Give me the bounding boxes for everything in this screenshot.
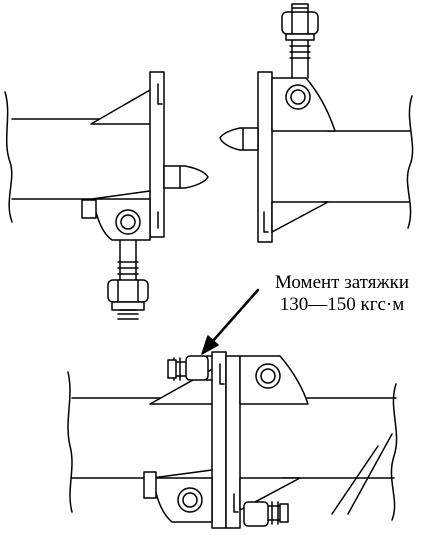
upper-left-nut bbox=[107, 279, 149, 303]
assembled-top-bolt-nut bbox=[185, 355, 209, 381]
upper-right-flange-slot bbox=[263, 211, 269, 233]
assembled-right-bolt-hole-inner bbox=[260, 368, 276, 384]
assembled-left-lug-gusset bbox=[151, 469, 213, 479]
assembled-left-lug-tab bbox=[143, 471, 157, 499]
assembled-left-shaft bbox=[67, 371, 73, 513]
assembled-right-flange bbox=[225, 355, 241, 529]
assembled-right-bolt-hole-outer bbox=[255, 363, 281, 389]
upper-left-lug-tab bbox=[81, 199, 97, 219]
upper-right-bolt-thread bbox=[289, 45, 311, 59]
upper-right-flange-plate bbox=[257, 71, 273, 243]
assembled-right-hatch-1 bbox=[331, 445, 379, 515]
assembled-top-bolt-end bbox=[167, 359, 177, 379]
assembled-bottom-bolt-thread bbox=[267, 501, 287, 525]
assembled-flange-slot-bottom bbox=[233, 493, 239, 513]
upper-left-lug-gusset bbox=[91, 190, 151, 200]
assembled-top-bolt-lug bbox=[205, 355, 213, 381]
upper-left-flange-slot-top bbox=[157, 83, 163, 105]
upper-left-bolt-thread bbox=[117, 261, 139, 275]
assembled-bottom-bolt-nut bbox=[243, 501, 269, 527]
torque-arrow-line bbox=[210, 288, 260, 344]
upper-left-washer bbox=[111, 301, 145, 311]
assembled-left-bolt-hole-inner bbox=[182, 492, 198, 508]
upper-right-half-coupling bbox=[219, 3, 414, 243]
torque-annotation: Момент затяжки 130—150 кгс·м bbox=[250, 272, 434, 316]
assembled-left-bolt-hole-outer bbox=[177, 487, 203, 513]
upper-left-nut-faces bbox=[117, 279, 139, 303]
assembled-flange-slot-top bbox=[219, 363, 225, 385]
upper-right-bottom-gusset bbox=[271, 201, 329, 233]
upper-left-bolt-hole-outer bbox=[115, 209, 141, 235]
torque-annotation-line2: 130—150 кгс·м bbox=[279, 294, 405, 315]
upper-left-bolt-hole-inner bbox=[120, 214, 136, 230]
upper-left-flange-plate bbox=[149, 71, 165, 238]
upper-right-washer bbox=[285, 33, 315, 41]
assembled-left-flange bbox=[211, 351, 227, 529]
upper-right-nut-faces bbox=[291, 11, 309, 35]
torque-arrow bbox=[201, 288, 260, 355]
torque-annotation-line1: Момент затяжки bbox=[274, 272, 409, 293]
upper-left-shaft bbox=[4, 91, 13, 223]
assembled-bottom-bolt-end bbox=[279, 503, 289, 523]
upper-right-bolt-hole-inner bbox=[290, 89, 306, 105]
upper-left-top-gusset bbox=[90, 85, 158, 125]
assembled-coupling bbox=[67, 351, 398, 529]
upper-right-nut bbox=[281, 11, 319, 35]
upper-right-shaft bbox=[406, 95, 414, 229]
assembled-right-shaft bbox=[390, 383, 398, 521]
upper-left-centering-spigot bbox=[163, 165, 209, 189]
upper-right-bolt-hole-outer bbox=[285, 84, 311, 110]
torque-arrow-head bbox=[201, 335, 219, 355]
upper-left-half-coupling bbox=[4, 71, 209, 320]
upper-right-centering-cone bbox=[219, 127, 259, 151]
upper-left-bolt-end bbox=[117, 309, 139, 320]
assembled-right-hatch-2 bbox=[347, 433, 393, 515]
upper-right-bolt-end bbox=[291, 3, 309, 13]
